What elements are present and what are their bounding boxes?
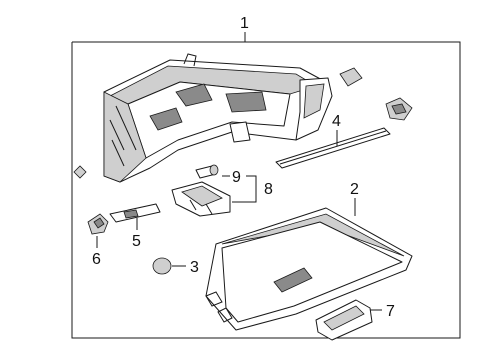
clip-right-bracket [385, 97, 413, 121]
callout-5-label: 5 [132, 233, 141, 250]
callout-1: 1 [240, 15, 249, 42]
glove-box-housing [103, 53, 333, 183]
part-3-cap: 3 [152, 257, 199, 276]
part-5-latch: 5 [109, 203, 161, 250]
assembly-frame [71, 41, 461, 339]
callout-1-label: 1 [240, 15, 249, 32]
callout-7-label: 7 [386, 303, 395, 320]
clip-upper-right [339, 67, 363, 87]
callout-9-label: 9 [232, 169, 241, 186]
callout-4-label: 4 [332, 113, 341, 130]
part-4-strip: 4 [275, 113, 391, 169]
part-7-handle: 7 [315, 299, 395, 341]
callout-6-label: 6 [92, 251, 101, 268]
part-9-pin: 9 [195, 164, 241, 186]
part-8-bracket: 8 [171, 175, 273, 217]
clip-left [73, 165, 87, 179]
callout-8-label: 8 [264, 181, 273, 198]
callout-2-label: 2 [350, 181, 359, 198]
part-2-door: 2 [205, 181, 413, 331]
part-6-bumper: 6 [87, 213, 109, 268]
callout-3-label: 3 [190, 259, 199, 276]
